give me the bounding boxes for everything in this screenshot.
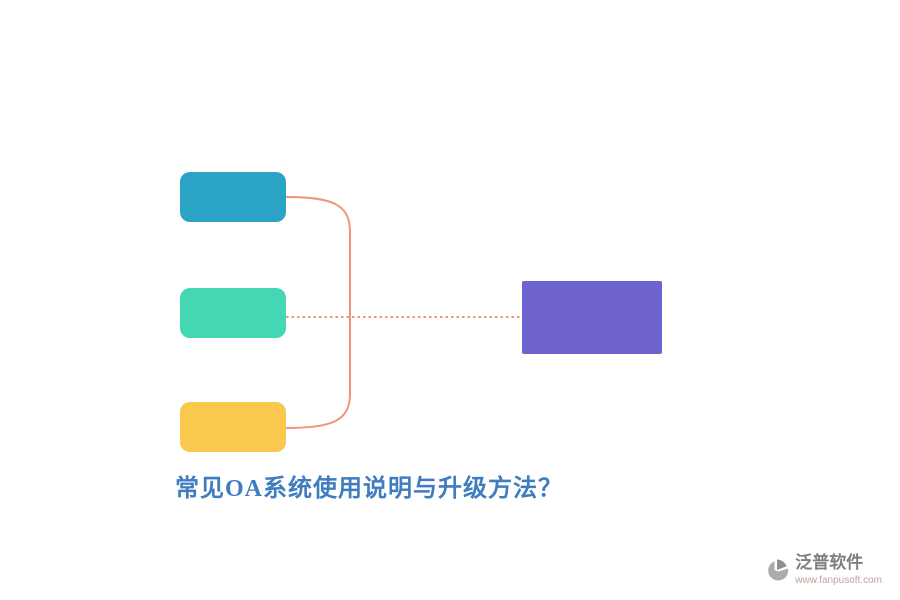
brand-footer-text: 泛普软件 www.fanpusoft.com [795,554,882,586]
node-top-left [180,172,286,222]
node-bottom-left [180,402,286,452]
diagram-title: 常见OA系统使用说明与升级方法？ [175,476,563,502]
brand-name: 泛普软件 [795,553,864,573]
node-middle-left [180,288,286,338]
bracket-connector [285,196,351,429]
brand-footer: 泛普软件 www.fanpusoft.com [766,554,882,586]
fanpu-logo-icon [768,559,789,581]
node-right [522,281,662,354]
brand-url: www.fanpusoft.com [795,575,882,586]
